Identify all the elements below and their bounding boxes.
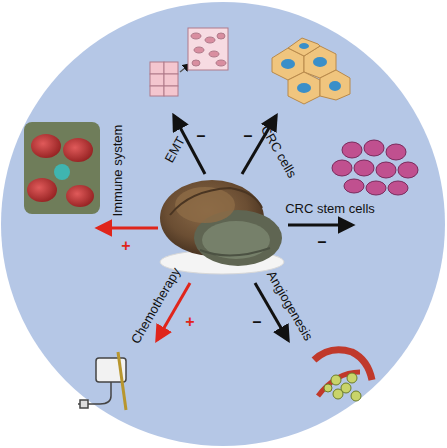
effect-sign: – bbox=[318, 234, 327, 250]
effect-arrows bbox=[98, 116, 352, 340]
effect-label-text: CRC stem cells bbox=[283, 200, 377, 217]
effect-label: CRC stem cells bbox=[283, 200, 377, 217]
chemotherapy-picture bbox=[78, 352, 126, 410]
effect-sign: + bbox=[185, 314, 194, 330]
effect-label: Immune system bbox=[110, 122, 127, 218]
effect-sign: + bbox=[121, 238, 130, 254]
angiogenesis-picture bbox=[314, 350, 372, 401]
crc-stem-cells-picture bbox=[332, 140, 418, 195]
effect-label-text: Immune system bbox=[110, 122, 127, 218]
immune-system-picture bbox=[24, 122, 100, 214]
effect-sign: – bbox=[253, 314, 262, 330]
emt-picture bbox=[150, 28, 228, 96]
crc-cells-picture bbox=[272, 38, 350, 104]
effect-sign: – bbox=[244, 128, 253, 144]
effect-sign: – bbox=[197, 128, 206, 144]
mushroom-photo bbox=[160, 180, 284, 274]
